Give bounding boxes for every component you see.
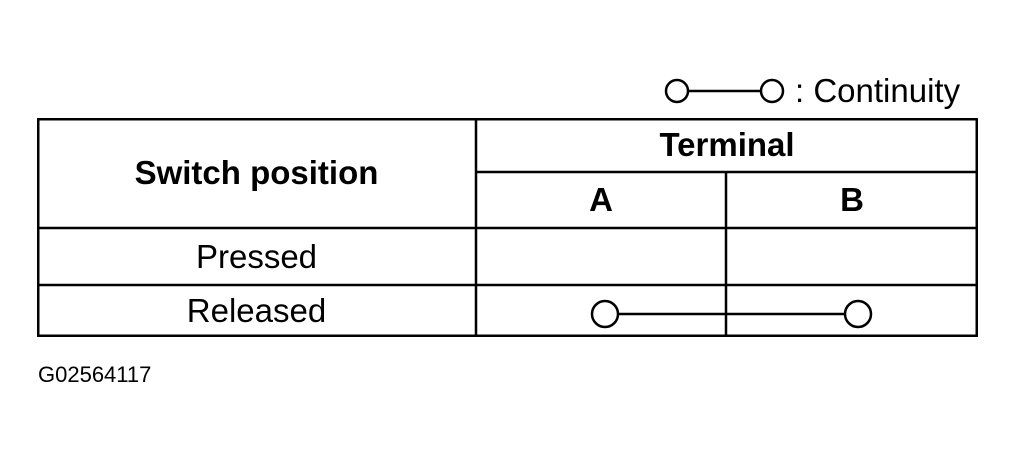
continuity-connection-released bbox=[590, 299, 873, 329]
row-label-pressed: Pressed bbox=[195, 237, 318, 275]
header-terminal: Terminal bbox=[659, 126, 795, 163]
figure-code: G02564117 bbox=[38, 362, 152, 387]
header-terminal-a: A bbox=[589, 181, 613, 218]
row-label-released: Released bbox=[186, 292, 327, 329]
continuity-table: Switch position Terminal A B Pressed Rel… bbox=[37, 118, 978, 337]
continuity-legend: : Continuity bbox=[664, 72, 960, 110]
header-switch-position: Switch position bbox=[134, 154, 379, 191]
header-terminal-b: B bbox=[840, 181, 864, 218]
continuity-symbol-icon bbox=[664, 78, 785, 104]
continuity-legend-label: : Continuity bbox=[795, 72, 961, 109]
table-grid bbox=[37, 118, 978, 337]
